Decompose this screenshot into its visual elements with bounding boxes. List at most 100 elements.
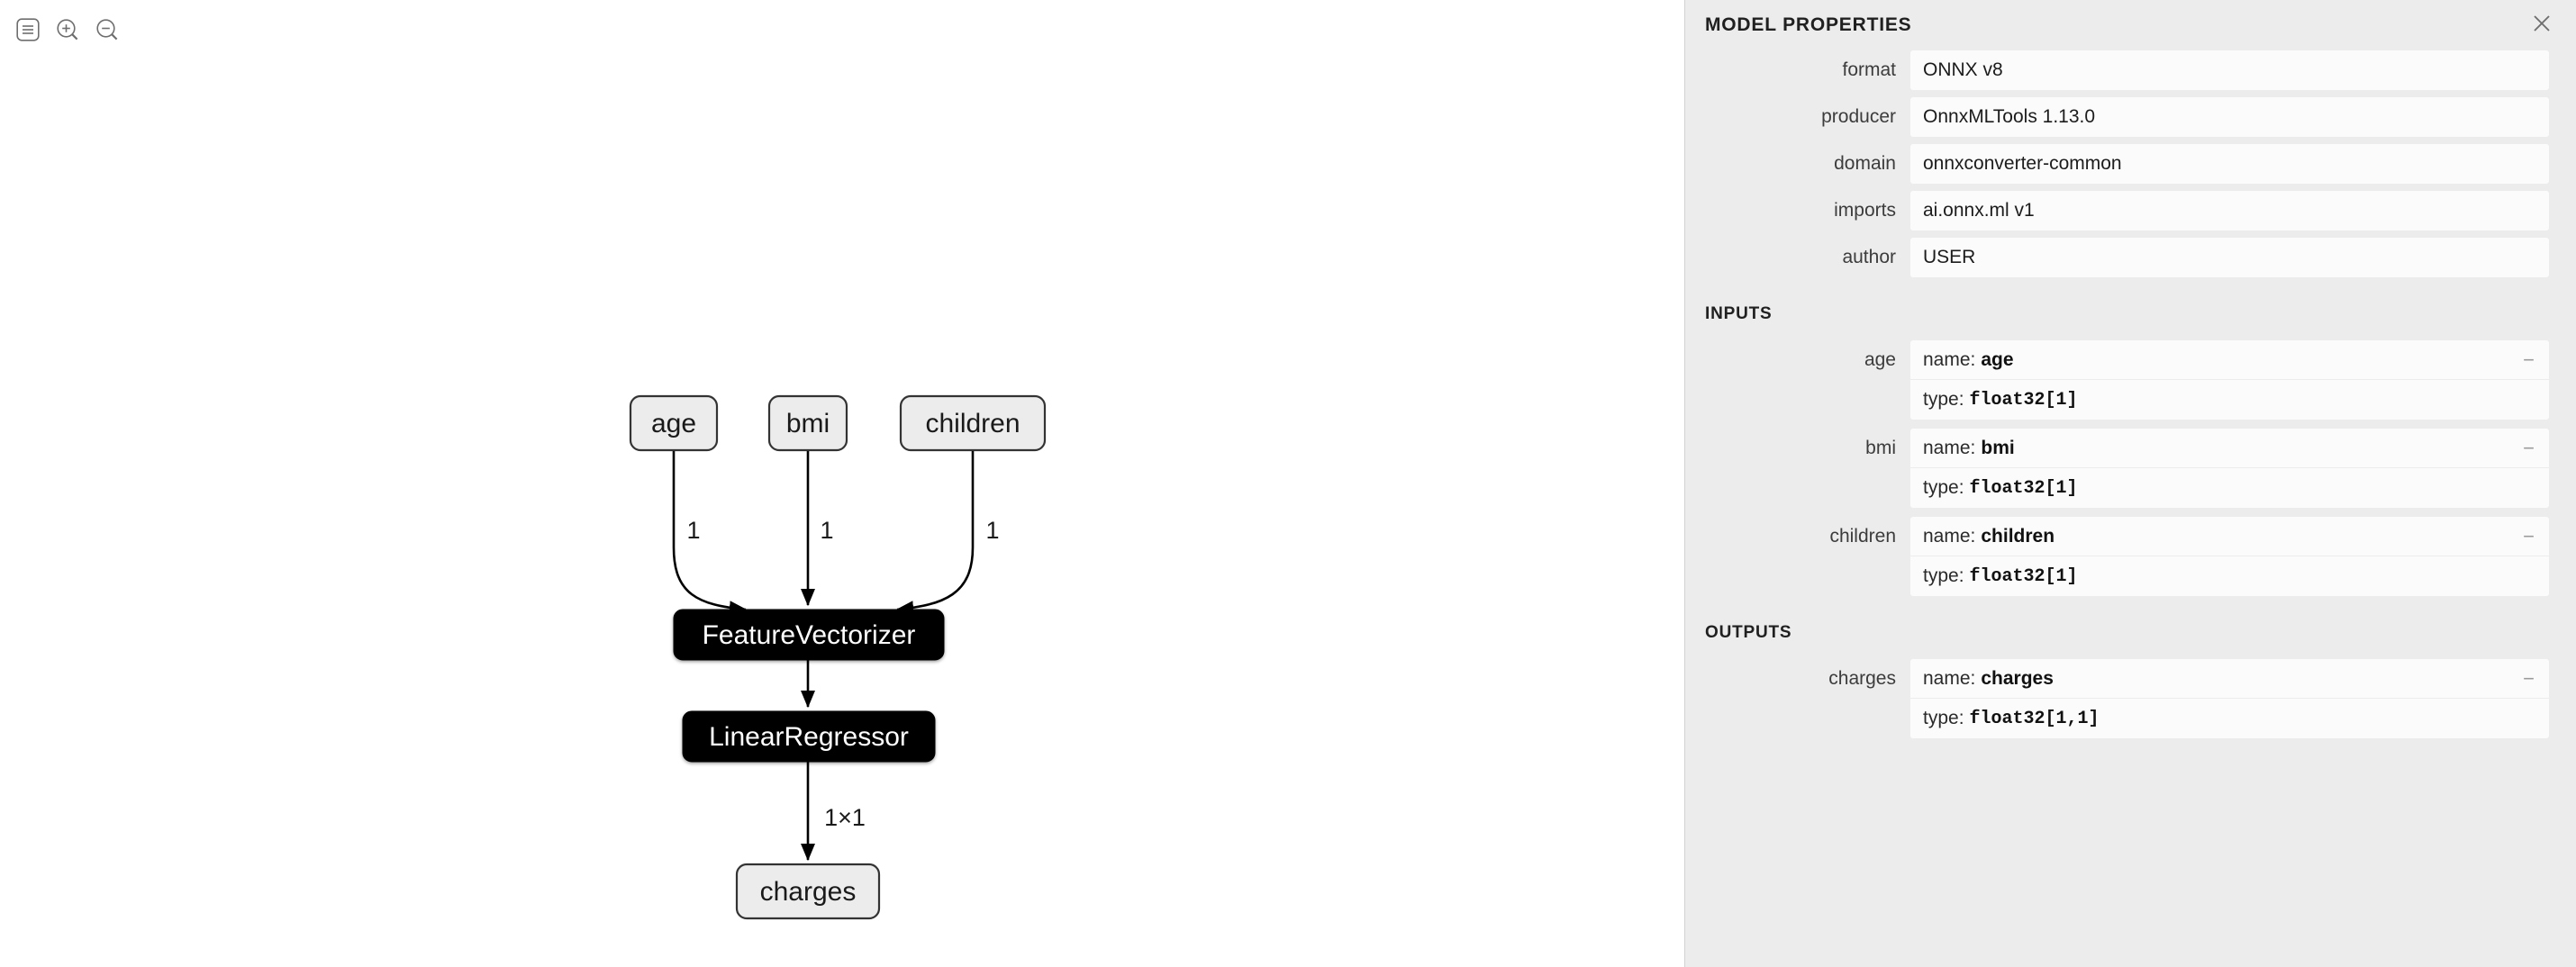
menu-icon: [16, 18, 40, 41]
type-value: float32[1]: [1969, 389, 2078, 411]
node-label: FeatureVectorizer: [703, 620, 916, 650]
type-key: type:: [1923, 477, 1964, 498]
property-row-author: author USER: [1685, 238, 2549, 277]
output-label: charges: [1828, 668, 1896, 689]
edge-label: 1: [985, 517, 999, 544]
type-value: float32[1,1]: [1969, 708, 2100, 729]
input-type-line: type: float32[1]: [1910, 380, 2549, 420]
name-key: name:: [1923, 437, 1976, 458]
graph-node-age[interactable]: age: [629, 394, 719, 452]
graph-edges: [672, 450, 975, 862]
panel-header: MODEL PROPERTIES: [1685, 0, 2576, 50]
name-key: name:: [1923, 348, 1976, 370]
name-value: charges: [1981, 667, 2054, 689]
graph-node-charges[interactable]: charges: [735, 863, 881, 920]
zoom-out-button[interactable]: [92, 14, 122, 45]
input-row-age: age name: age − type: float32[1]: [1685, 340, 2549, 420]
node-label: bmi: [786, 409, 830, 438]
node-box[interactable]: [673, 609, 945, 661]
property-value[interactable]: OnnxMLTools 1.13.0: [1910, 97, 2549, 137]
type-value: float32[1]: [1969, 565, 2078, 587]
graph-edge-labels: 1 1 1 1×1: [686, 517, 999, 831]
close-button[interactable]: [2527, 11, 2556, 40]
section-title-inputs: INPUTS: [1705, 304, 1773, 323]
edge-children-to-featurevectorizer: [895, 450, 975, 616]
property-value[interactable]: ai.onnx.ml v1: [1910, 191, 2549, 230]
input-card: name: children − type: float32[1]: [1910, 517, 2549, 596]
input-label: bmi: [1865, 438, 1896, 458]
model-properties-list: format ONNX v8 producer OnnxMLTools 1.13…: [1685, 50, 2549, 277]
node-box[interactable]: [899, 394, 1047, 452]
property-value[interactable]: ONNX v8: [1910, 50, 2549, 90]
outputs-list: charges name: charges − type: float32[1,…: [1685, 659, 2549, 738]
input-label: children: [1829, 526, 1896, 547]
property-label: imports: [1834, 200, 1896, 221]
graph-node-bmi[interactable]: bmi: [767, 394, 848, 452]
node-label: charges: [760, 877, 857, 907]
model-properties-panel: MODEL PROPERTIES format ONNX v8 produ: [1684, 0, 2576, 967]
input-row-children: children name: children − type: float32[…: [1685, 517, 2549, 596]
panel-body: format ONNX v8 producer OnnxMLTools 1.13…: [1685, 50, 2576, 738]
collapse-toggle-icon[interactable]: −: [2523, 436, 2535, 459]
property-row-imports: imports ai.onnx.ml v1: [1685, 191, 2549, 230]
menu-button[interactable]: [13, 14, 43, 45]
close-icon: [2532, 14, 2552, 38]
name-value: children: [1981, 525, 2055, 547]
node-label: LinearRegressor: [709, 722, 909, 752]
input-name-line: name: children −: [1910, 517, 2549, 556]
type-value: float32[1]: [1969, 477, 2078, 499]
input-card: name: age − type: float32[1]: [1910, 340, 2549, 420]
edge-label: 1: [686, 517, 700, 544]
inputs-list: age name: age − type: float32[1]: [1685, 340, 2549, 596]
collapse-toggle-icon[interactable]: −: [2523, 524, 2535, 547]
edge-label: 1×1: [824, 804, 866, 831]
node-label: age: [651, 409, 696, 438]
node-box[interactable]: [767, 394, 848, 452]
zoom-out-icon: [95, 18, 119, 41]
property-label: author: [1842, 247, 1896, 267]
type-key: type:: [1923, 389, 1964, 410]
section-title-outputs: OUTPUTS: [1705, 623, 1792, 642]
collapse-toggle-icon[interactable]: −: [2523, 348, 2535, 371]
input-name-line: name: bmi −: [1910, 429, 2549, 468]
name-key: name:: [1923, 667, 1976, 689]
property-label: producer: [1821, 106, 1896, 127]
node-box[interactable]: [735, 863, 881, 920]
input-card: name: bmi − type: float32[1]: [1910, 429, 2549, 508]
name-value: bmi: [1981, 437, 2015, 458]
property-value[interactable]: USER: [1910, 238, 2549, 277]
graph-node-featurevectorizer[interactable]: FeatureVectorizer: [673, 609, 945, 661]
model-graph[interactable]: 1 1 1 1×1 age bmi children FeatureVe: [0, 0, 1684, 967]
type-key: type:: [1923, 708, 1964, 728]
collapse-toggle-icon[interactable]: −: [2523, 666, 2535, 690]
graph-node-linearregressor[interactable]: LinearRegressor: [682, 710, 936, 763]
property-row-domain: domain onnxconverter-common: [1685, 144, 2549, 184]
graph-node-children[interactable]: children: [899, 394, 1047, 452]
name-key: name:: [1923, 525, 1976, 547]
zoom-in-button[interactable]: [52, 14, 83, 45]
input-label: age: [1864, 349, 1896, 370]
output-card: name: charges − type: float32[1,1]: [1910, 659, 2549, 738]
property-row-producer: producer OnnxMLTools 1.13.0: [1685, 97, 2549, 137]
edge-label: 1: [820, 517, 833, 544]
input-type-line: type: float32[1]: [1910, 468, 2549, 508]
node-box[interactable]: [629, 394, 719, 452]
property-row-format: format ONNX v8: [1685, 50, 2549, 90]
property-label: format: [1842, 59, 1896, 80]
property-value[interactable]: onnxconverter-common: [1910, 144, 2549, 184]
node-box[interactable]: [682, 710, 936, 763]
node-label: children: [925, 409, 1020, 438]
name-value: age: [1981, 348, 2014, 370]
graph-canvas[interactable]: 1 1 1 1×1 age bmi children FeatureVe: [0, 0, 1684, 967]
canvas-toolbar: [13, 14, 122, 45]
input-row-bmi: bmi name: bmi − type: float32[1]: [1685, 429, 2549, 508]
output-type-line: type: float32[1,1]: [1910, 699, 2549, 738]
edge-age-to-featurevectorizer: [672, 450, 748, 616]
output-name-line: name: charges −: [1910, 659, 2549, 699]
input-type-line: type: float32[1]: [1910, 556, 2549, 596]
page-title: MODEL PROPERTIES: [1705, 14, 1912, 35]
input-name-line: name: age −: [1910, 340, 2549, 380]
property-label: domain: [1834, 153, 1896, 174]
zoom-in-icon: [56, 18, 79, 41]
